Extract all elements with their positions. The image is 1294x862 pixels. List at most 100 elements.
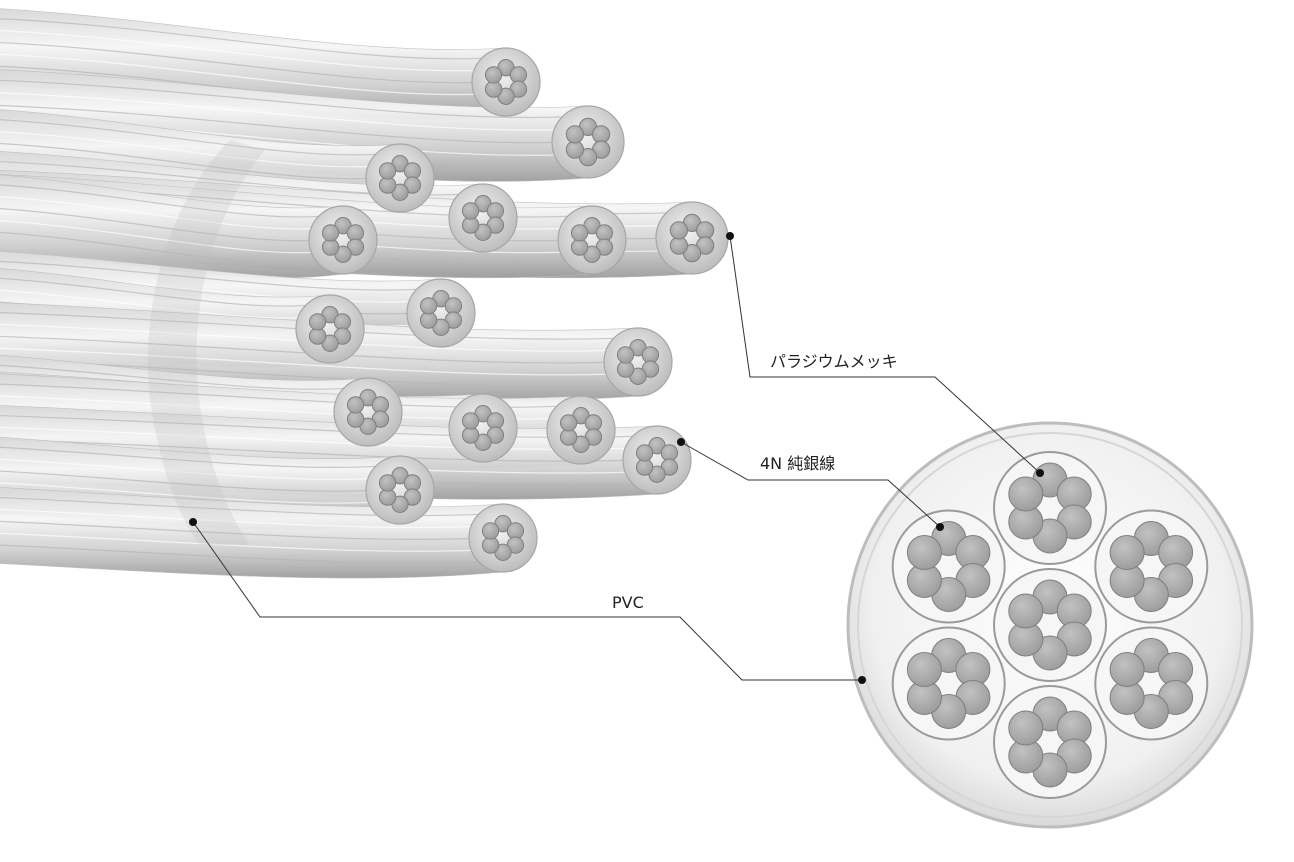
wire-streak xyxy=(0,520,483,540)
wire-end-strands xyxy=(308,306,352,352)
wire-streak xyxy=(0,131,380,168)
strand xyxy=(906,535,942,570)
wire-streak xyxy=(0,446,380,469)
wire-streak xyxy=(0,438,637,462)
pvc-dot-section xyxy=(858,676,866,684)
bundle-strands xyxy=(1109,521,1194,612)
conductor-bundles xyxy=(891,451,1209,799)
bundle-strands xyxy=(1008,696,1092,788)
wire-end-strands xyxy=(378,155,422,201)
wire-end-strands xyxy=(565,117,611,167)
wire-end xyxy=(551,105,625,179)
strand xyxy=(484,66,503,84)
wire-end xyxy=(448,393,518,463)
strand xyxy=(669,236,689,255)
strand xyxy=(1008,593,1044,629)
cable-cross-section xyxy=(846,421,1254,829)
wire-streak xyxy=(0,18,486,60)
wire-end xyxy=(557,205,627,275)
wire-streak xyxy=(0,277,310,307)
wire-end xyxy=(546,395,616,465)
wire-end xyxy=(603,327,673,397)
strand xyxy=(321,224,340,242)
wire-end-strands xyxy=(559,407,603,453)
wire-end-strands xyxy=(461,195,505,241)
conductor-label: 4N 純銀線 xyxy=(760,454,836,473)
strand xyxy=(1109,535,1145,570)
bundle-strands xyxy=(1008,462,1092,554)
wire-end-strands xyxy=(321,217,365,263)
wire-streak xyxy=(0,482,380,504)
wire-bundle-bodies xyxy=(0,8,693,579)
wire-end xyxy=(655,201,729,275)
strand xyxy=(308,313,327,331)
strand xyxy=(1008,710,1044,746)
wire-streak xyxy=(0,119,380,156)
strand xyxy=(565,140,585,159)
strand xyxy=(461,412,480,430)
strand xyxy=(419,297,438,315)
wire-streak xyxy=(0,347,618,376)
wire-end xyxy=(622,425,692,495)
leader-dots xyxy=(189,232,1044,684)
wire-streak xyxy=(0,196,323,230)
strand xyxy=(695,221,715,240)
wire-streak xyxy=(0,532,483,552)
wire-end xyxy=(308,205,378,275)
wire-end-strands xyxy=(616,339,660,385)
wire-streak xyxy=(0,231,323,266)
wire-streak xyxy=(0,508,483,529)
wire-end xyxy=(448,183,518,253)
strand xyxy=(1109,652,1145,687)
pvc-dot-wire xyxy=(189,518,197,526)
strand xyxy=(378,474,397,492)
wire-end xyxy=(468,503,538,573)
strand xyxy=(378,162,397,180)
bundle-strands xyxy=(1008,579,1092,671)
wire-end-strands xyxy=(570,217,614,263)
wire-end-strands xyxy=(484,59,528,105)
strand xyxy=(635,444,654,462)
plating-dot-wire xyxy=(726,232,734,240)
wire-streak xyxy=(0,53,486,96)
conductor-leader-line xyxy=(680,441,941,528)
strand xyxy=(906,652,942,687)
wire-streak xyxy=(0,142,380,180)
strand xyxy=(570,224,589,242)
inner-jacket-ring xyxy=(857,432,1243,818)
strand xyxy=(481,522,500,540)
wire-streak xyxy=(0,496,483,517)
bundle-strands xyxy=(906,521,991,612)
wire-streak xyxy=(0,470,380,492)
pvc-leader-line xyxy=(192,521,862,681)
wire-end-strands xyxy=(378,467,422,513)
plating-label: パラジウムメッキ xyxy=(770,352,898,371)
wire-end-strands xyxy=(419,290,463,336)
wire-end xyxy=(471,47,541,117)
strand xyxy=(669,221,689,240)
wire-streak xyxy=(0,30,486,72)
wire-end-strands xyxy=(346,389,390,435)
leader-lines xyxy=(192,235,1041,681)
wire-end xyxy=(333,377,403,447)
wire-end xyxy=(365,143,435,213)
strand xyxy=(346,396,365,414)
wire-streak xyxy=(0,219,323,254)
wire-streak xyxy=(0,260,421,291)
wire-streak xyxy=(0,41,486,84)
wire-streak xyxy=(0,184,323,218)
strand xyxy=(1008,476,1044,512)
strand xyxy=(565,125,585,144)
conductor-dot-section xyxy=(936,523,944,531)
wire-end-strands xyxy=(635,437,679,483)
bundle-strands xyxy=(1109,638,1194,729)
insulation-label: PVC xyxy=(612,593,644,612)
plating-dot-section xyxy=(1036,469,1044,477)
wire-end xyxy=(295,294,365,364)
wire-end-strands xyxy=(461,405,505,451)
bundle-strands xyxy=(906,638,991,729)
strand xyxy=(616,346,635,364)
pvc-band xyxy=(148,140,265,545)
wire-streak xyxy=(0,544,483,564)
